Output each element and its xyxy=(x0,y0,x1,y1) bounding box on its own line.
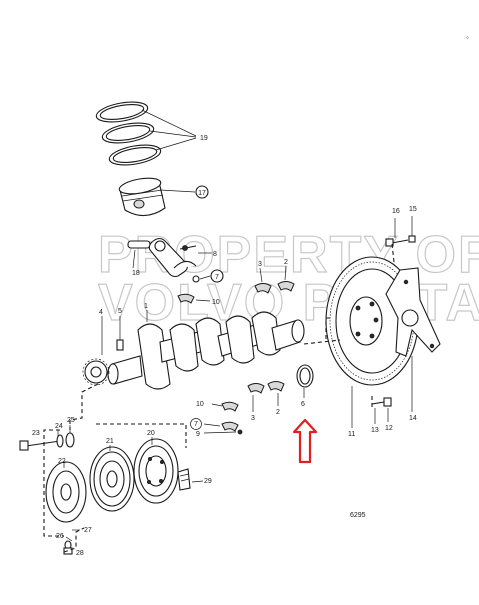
callout-5: 5 xyxy=(118,308,122,315)
connecting-rod xyxy=(127,237,224,283)
callout-29: 29 xyxy=(204,478,212,485)
callout-18: 18 xyxy=(132,270,140,277)
callout-21: 21 xyxy=(106,438,114,445)
timing-gear xyxy=(82,358,110,386)
pulley-21 xyxy=(89,445,135,512)
main-bearing-shells-upper xyxy=(254,265,295,294)
callout-26: 26 xyxy=(56,533,64,540)
callout-16: 16 xyxy=(392,208,400,215)
callout-3-bottom: 3 xyxy=(251,415,255,422)
callout-7-bottom: 7 xyxy=(194,421,198,428)
callout-23: 23 xyxy=(32,430,40,437)
callout-25: 25 xyxy=(67,417,75,424)
callout-15: 15 xyxy=(409,206,417,213)
piston-rings xyxy=(95,101,197,166)
callout-3-top: 3 xyxy=(258,261,262,268)
callout-1: 1 xyxy=(144,303,148,310)
callout-19: 19 xyxy=(200,135,208,142)
crankshaft xyxy=(107,310,305,390)
callout-2-bottom: 2 xyxy=(276,409,280,416)
callout-22: 22 xyxy=(58,458,66,465)
vibration-damper xyxy=(133,437,179,504)
callout-9: 9 xyxy=(196,431,200,438)
drive-plate xyxy=(385,267,441,412)
circled-markers xyxy=(190,418,202,430)
pulley-bolt xyxy=(19,425,75,451)
damper-segment xyxy=(177,468,204,491)
callout-labels: 19 17 8 18 7 10 3 2 1 5 4 6 10 3 2 7 9 1… xyxy=(32,135,417,557)
assembly-lines xyxy=(43,243,395,553)
highlight-arrow xyxy=(292,418,318,464)
callout-28: 28 xyxy=(76,550,84,557)
corner-mark: ◦ xyxy=(466,33,469,42)
bearing-shell-upper xyxy=(177,293,211,304)
drawing-number: 6295 xyxy=(350,512,366,519)
callout-2-top: 2 xyxy=(284,259,288,266)
flywheel-bolts xyxy=(371,216,416,424)
lower-bearing-shells xyxy=(203,381,285,435)
callout-8: 8 xyxy=(213,251,217,258)
callout-20: 20 xyxy=(147,430,155,437)
callout-10-bottom: 10 xyxy=(196,401,204,408)
callout-14: 14 xyxy=(409,415,417,422)
pulley-22 xyxy=(45,461,87,523)
callout-12: 12 xyxy=(385,425,393,432)
callout-24: 24 xyxy=(55,423,63,430)
piston xyxy=(118,177,209,217)
callout-27: 27 xyxy=(84,527,92,534)
woodruff-key xyxy=(101,316,124,355)
rear-seal xyxy=(296,364,314,398)
callout-11: 11 xyxy=(348,431,355,438)
damper-bolts xyxy=(63,529,80,555)
callout-10-top: 10 xyxy=(212,299,220,306)
callout-13: 13 xyxy=(371,427,379,434)
callout-4: 4 xyxy=(99,309,103,316)
callout-17: 17 xyxy=(198,190,206,197)
callout-7-top: 7 xyxy=(215,274,219,281)
callout-6: 6 xyxy=(301,401,305,408)
